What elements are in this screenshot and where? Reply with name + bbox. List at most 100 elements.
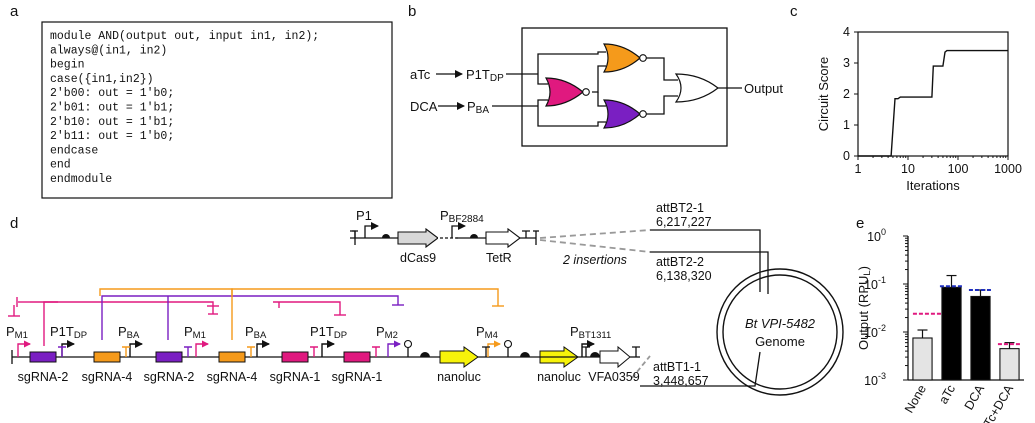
terminator <box>184 346 192 357</box>
rbs <box>520 352 530 357</box>
terminator <box>582 346 590 357</box>
panel-label-e: e <box>856 215 864 232</box>
y-axis-label: Output (RPUL) <box>856 266 873 350</box>
promoter-label: PM1 <box>184 324 206 341</box>
promoter-arrow <box>256 340 270 357</box>
promoter-label: PBA <box>118 324 140 341</box>
y-tick-label: 1 <box>843 118 850 132</box>
promoter-p1tdp: P1TDP <box>466 67 504 84</box>
input-atc: aTc <box>410 67 431 82</box>
verilog-code: module AND(output out, input in1, in2); … <box>50 30 319 186</box>
circuit-wires <box>537 51 742 127</box>
terminator <box>122 346 130 357</box>
code-box <box>41 21 393 199</box>
terminator <box>58 346 66 357</box>
code-line: endmodule <box>50 173 112 186</box>
bar <box>970 295 991 381</box>
y-tick-label: 3 <box>843 56 850 70</box>
gene-label: nanoluc <box>437 370 481 384</box>
code-line: begin <box>50 59 85 72</box>
promoter-p1: P1 <box>356 208 372 223</box>
y-tick-label: 0 <box>843 149 850 163</box>
nanoluc-gene <box>439 346 479 368</box>
nor-gate-bottom <box>602 99 647 129</box>
bar <box>999 348 1020 381</box>
input-dca: DCA <box>410 99 438 114</box>
insertion-lines: 2 insertions <box>539 229 651 267</box>
code-line: end <box>50 159 71 172</box>
code-line: 2'b10: out = 1'b1; <box>50 116 174 129</box>
code-line: case({in1,in2}) <box>50 73 154 86</box>
gene-label: sgRNA-1 <box>332 370 383 384</box>
x-axis-label: Iterations <box>906 178 960 193</box>
terminator <box>632 346 640 357</box>
insulator-cap <box>503 339 513 349</box>
promoter-label: P1TDP <box>310 324 347 341</box>
y-tick-label: 4 <box>843 25 850 39</box>
promoter-pbf2884: PBF2884 <box>440 208 484 225</box>
gene-label: sgRNA-1 <box>270 370 321 384</box>
genome-circle: Bt VPI-5482 Genome <box>716 268 844 396</box>
genome-label: Genome <box>755 334 805 349</box>
gene-label: sgRNA-4 <box>82 370 133 384</box>
category-label: None <box>902 382 929 415</box>
bar <box>912 337 933 381</box>
promoter-arrow <box>487 340 501 357</box>
terminator <box>372 346 380 357</box>
y-axis-label: Circuit Score <box>816 57 831 131</box>
gene-label: nanoluc <box>537 370 581 384</box>
x-tick-label: 10 <box>901 162 915 176</box>
top-construct: P1 dCas9 PBF2884 TetR <box>350 208 539 265</box>
sgrna-part <box>343 351 371 363</box>
panel-label-a: a <box>10 3 19 20</box>
promoter-label: PM1 <box>6 324 28 341</box>
insertions-label: 2 insertions <box>562 253 627 267</box>
promoter-arrow <box>17 340 31 357</box>
insulator-cap <box>403 339 413 349</box>
gene-dcas9: dCas9 <box>400 251 436 265</box>
att-connectors <box>640 229 769 387</box>
circuit-output-label: Output <box>744 81 783 96</box>
code-line: 2'b11: out = 1'b0; <box>50 130 174 143</box>
promoter-label: P1TDP <box>50 324 87 341</box>
terminator <box>482 346 490 357</box>
y-tick-label: 2 <box>843 87 850 101</box>
or-gate <box>674 73 719 103</box>
promoter-label: PBA <box>245 324 267 341</box>
y-tick-label: 10-1 <box>864 275 886 292</box>
rbs <box>420 352 430 357</box>
y-tick-label: 10-3 <box>864 371 886 388</box>
gene-label: sgRNA-4 <box>207 370 258 384</box>
vfa0359-gene <box>599 345 631 369</box>
genome-name: Bt VPI-5482 <box>745 316 816 331</box>
att-site-labels: attBT2-1 6,217,227 attBT2-2 6,138,320 at… <box>631 201 712 388</box>
terminator <box>310 346 318 357</box>
category-label: aTc <box>936 383 958 407</box>
promoter-arrow <box>61 340 75 357</box>
sgrna-part <box>281 351 309 363</box>
category-label: DCA <box>962 382 988 412</box>
code-line: always@(in1, in2) <box>50 44 167 57</box>
code-line: module AND(output out, input in1, in2); <box>50 30 319 43</box>
att-site-pos-2: 6,138,320 <box>656 269 712 283</box>
gene-label: sgRNA-2 <box>18 370 69 384</box>
panel-label-c: c <box>790 3 798 20</box>
y-tick-label: 100 <box>867 227 886 244</box>
promoter-arrow <box>581 340 595 357</box>
sgrna-part <box>29 351 57 363</box>
x-tick-label: 1 <box>855 162 862 176</box>
x-tick-label: 100 <box>948 162 969 176</box>
code-line: 2'b00: out = 1'b0; <box>50 87 174 100</box>
panel-label-d: d <box>10 215 18 232</box>
promoter-label: PBT1311 <box>570 324 611 341</box>
terminator <box>247 346 255 357</box>
score-line <box>858 49 1008 157</box>
promoter-label: PM4 <box>476 324 498 341</box>
x-tick-label: 1000 <box>994 162 1022 176</box>
nor-gate-middle <box>544 77 590 107</box>
promoter-arrow <box>387 340 401 357</box>
nor-gate-top <box>602 43 647 73</box>
